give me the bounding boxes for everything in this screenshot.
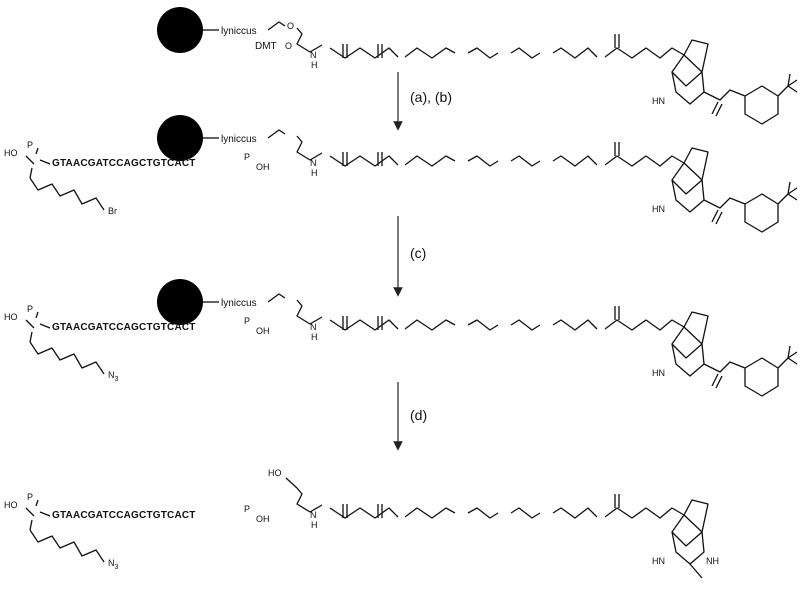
- hydroxymethyl-arm: [285, 477, 323, 513]
- svg-text:H: H: [311, 60, 318, 70]
- svg-text:P: P: [27, 492, 33, 502]
- structure-3: lyniccus HO P GTAACGATCCAGCTGTCACT N3 P …: [4, 278, 798, 397]
- support-label: lyniccus: [221, 298, 257, 309]
- svg-text:H: H: [311, 332, 318, 342]
- structure-4: HO HO P GTAACGATCCAGCTGTCACT N3 P OH N H…: [4, 468, 719, 579]
- svg-text:O: O: [285, 41, 292, 51]
- svg-text:P: P: [244, 504, 250, 514]
- support-label: lyniccus: [221, 26, 257, 37]
- svg-text:P: P: [244, 316, 250, 326]
- azide-label: N3: [108, 370, 119, 383]
- svg-text:HO: HO: [4, 500, 18, 510]
- svg-text:OH: OH: [256, 326, 270, 336]
- svg-text:HN: HN: [652, 96, 665, 106]
- svg-text:NH: NH: [706, 556, 719, 566]
- tbutylbenzoyl-group: [703, 181, 798, 233]
- structure-1: lyniccus O DMT O N H: [156, 6, 798, 125]
- svg-text:OH: OH: [256, 162, 270, 172]
- svg-text:N: N: [310, 322, 317, 332]
- svg-text:HO: HO: [268, 468, 282, 478]
- bromo-label: Br: [108, 206, 117, 216]
- structure-2: lyniccus HO P GTAACGATCCAGCTGTCACT Br P …: [4, 114, 798, 233]
- step-label-1: (a), (b): [410, 89, 452, 105]
- peg-biotin-chain: [329, 493, 709, 565]
- support-label: lyniccus: [221, 134, 257, 145]
- svg-text:N: N: [310, 158, 317, 168]
- oligo-sequence: GTAACGATCCAGCTGTCACT: [52, 322, 196, 333]
- svg-text:OH: OH: [256, 514, 270, 524]
- peg-biotin-chain: [329, 141, 709, 213]
- svg-text:N: N: [310, 50, 317, 60]
- svg-text:HN: HN: [652, 556, 665, 566]
- tbutylbenzoyl-group: [703, 345, 798, 397]
- svg-text:H: H: [311, 520, 318, 530]
- svg-text:O: O: [287, 21, 294, 31]
- biotin-labels: HN HN HN: [652, 96, 665, 378]
- step-label-3: (d): [410, 407, 427, 423]
- oligo-sequence: GTAACGATCCAGCTGTCACT: [52, 510, 196, 521]
- svg-text:HO: HO: [4, 312, 18, 322]
- step-label-2: (c): [410, 245, 426, 261]
- svg-text:HO: HO: [4, 148, 18, 158]
- svg-text:P: P: [244, 152, 250, 162]
- svg-text:N: N: [310, 510, 317, 520]
- dmt-label: DMT: [255, 41, 277, 52]
- oligo-sequence: GTAACGATCCAGCTGTCACT: [52, 158, 196, 169]
- peg-biotin-chain: [329, 305, 709, 377]
- svg-text:P: P: [27, 140, 33, 150]
- svg-text:HN: HN: [652, 368, 665, 378]
- urea-carbonyl: [689, 563, 703, 579]
- peg-biotin-chain: [329, 33, 709, 105]
- tbutylbenzoyl-group: [703, 73, 798, 125]
- svg-text:P: P: [27, 304, 33, 314]
- azide-label: N3: [108, 558, 119, 571]
- svg-text:HN: HN: [652, 204, 665, 214]
- svg-text:H: H: [311, 168, 318, 178]
